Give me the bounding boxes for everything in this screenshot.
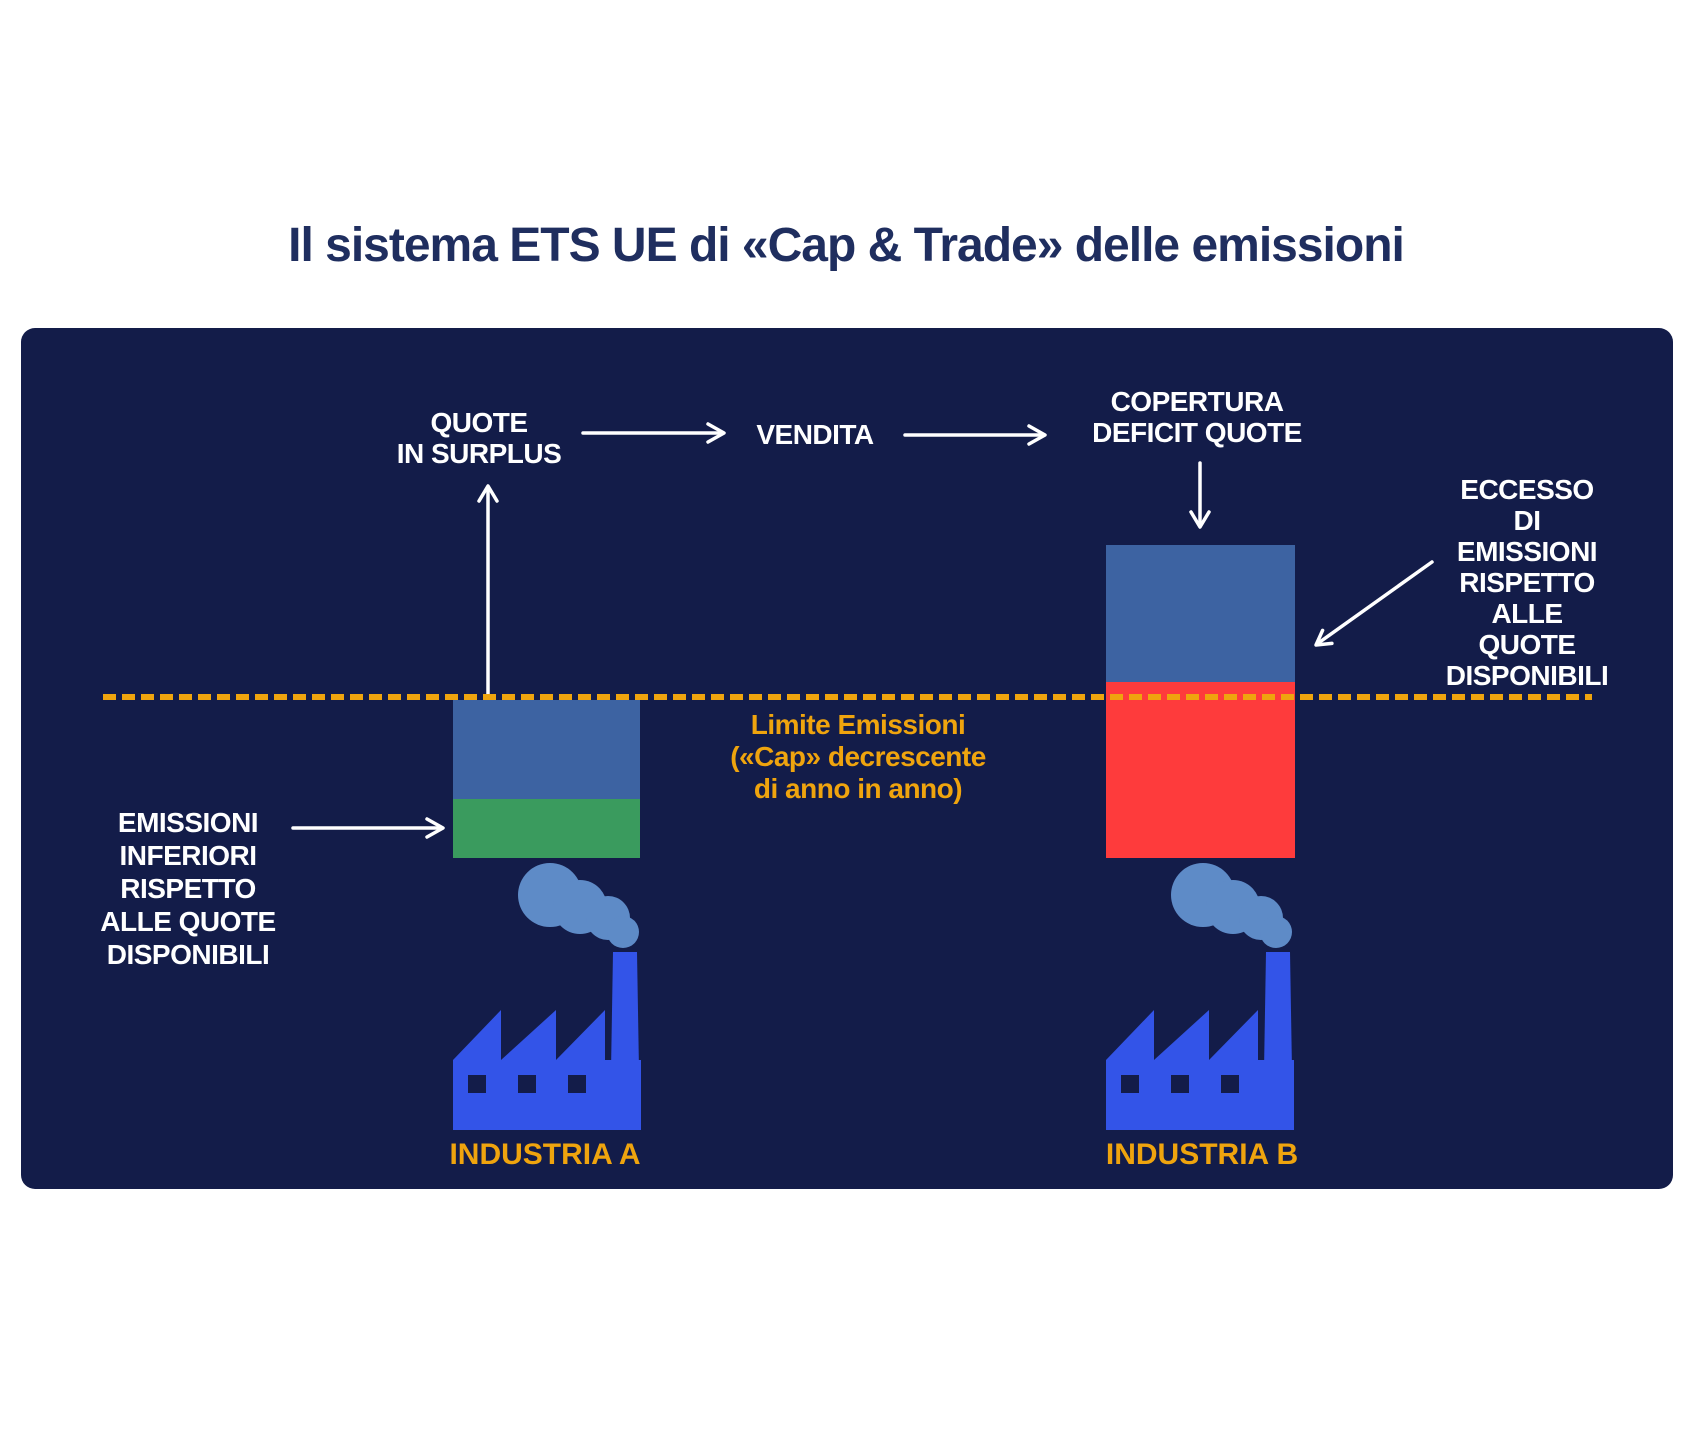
arrow-surplus-to-vendita-icon <box>583 424 724 442</box>
diagram-panel <box>21 328 1673 1189</box>
factory-windows-icon <box>1121 1075 1239 1093</box>
note-emissions-below-quota: EMISSIONI INFERIORI RISPETTO ALLE QUOTE … <box>100 807 276 970</box>
factory-building-icon <box>453 952 641 1130</box>
label-vendita: VENDITA <box>756 419 874 450</box>
industry-a-allowance-segment <box>453 700 640 799</box>
note-emissions-excess: ECCESSO DI EMISSIONI RISPETTO ALLE QUOTE… <box>1445 474 1609 691</box>
cap-limit-label: Limite Emissioni («Cap» decrescente di a… <box>730 709 986 804</box>
industry-b-label: INDUSTRIA B <box>1105 1138 1299 1171</box>
industry-a-emissions-segment <box>453 799 640 858</box>
factory-a-icon <box>453 863 641 1130</box>
label-quote-in-surplus: QUOTE IN SURPLUS <box>396 407 562 469</box>
factory-windows-icon <box>468 1075 586 1093</box>
industry-b-covered-deficit-segment <box>1106 545 1295 682</box>
factory-building-icon <box>1106 952 1294 1130</box>
industry-b-bar <box>1106 545 1295 858</box>
industry-a-bar <box>453 700 640 858</box>
label-copertura-deficit-quote: COPERTURA DEFICIT QUOTE <box>1092 386 1302 448</box>
industry-a-label: INDUSTRIA A <box>449 1138 641 1171</box>
arrow-down-to-bar-b-icon <box>1191 463 1209 527</box>
cap-dashed-line <box>103 694 1592 700</box>
industry-b-excess-emissions-segment <box>1106 682 1295 858</box>
page-title: Il sistema ETS UE di «Cap & Trade» delle… <box>288 219 1405 272</box>
arrow-up-from-bar-a-icon <box>479 486 497 697</box>
factory-b-icon <box>1106 863 1294 1130</box>
smoke-puffs-icon <box>518 863 639 948</box>
smoke-puffs-icon <box>1171 863 1292 948</box>
arrow-left-note-to-bar-a-icon <box>293 819 443 837</box>
arrow-vendita-to-copertura-icon <box>905 426 1045 444</box>
arrow-right-note-to-bar-b-icon <box>1316 562 1432 645</box>
